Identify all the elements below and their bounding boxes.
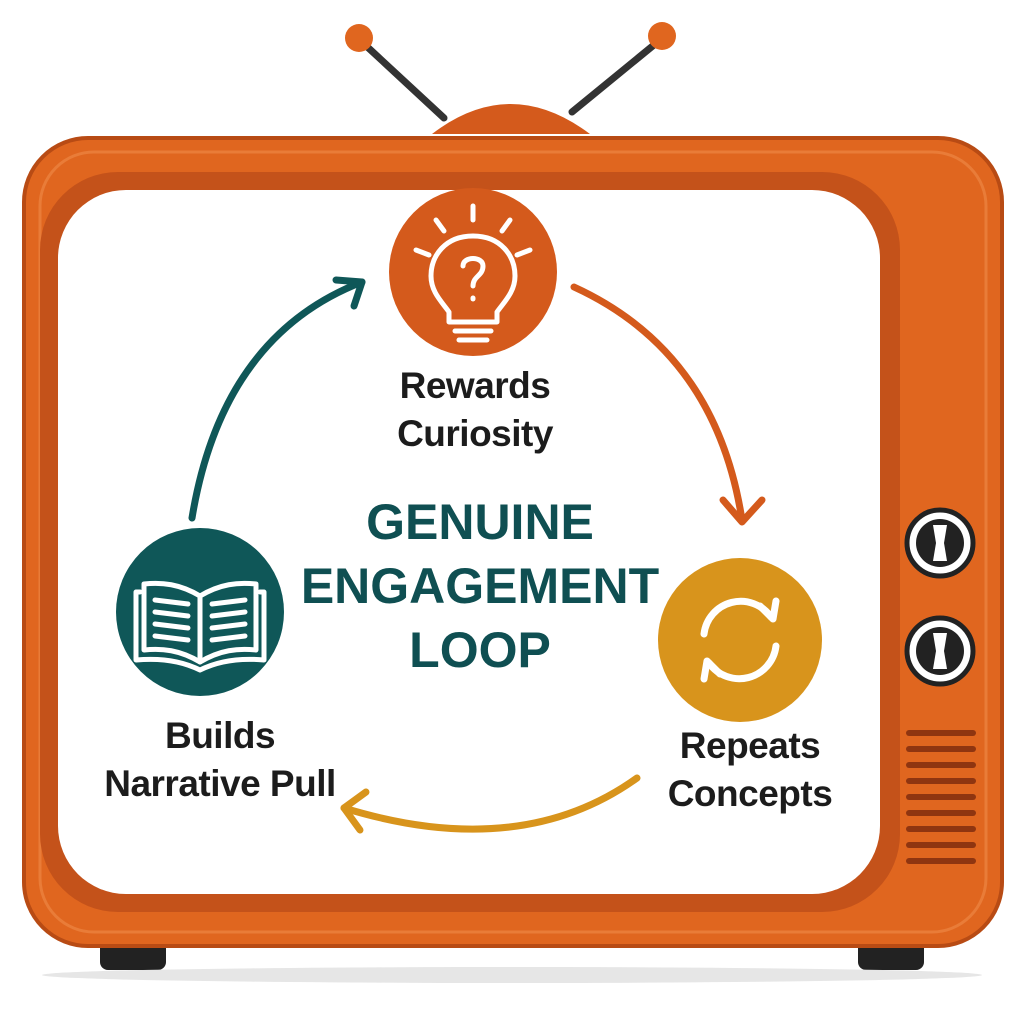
loop-arrow-teal: [188, 276, 366, 522]
center-title: GENUINE ENGAGEMENT LOOP: [280, 490, 680, 682]
node-repeats-concepts: [658, 558, 822, 722]
label-builds-line-1: Builds: [164, 715, 276, 756]
antenna: [345, 22, 676, 134]
center-title-line-1: GENUINE: [366, 494, 594, 550]
tv-knob-top: [904, 507, 976, 579]
open-book-icon: [133, 580, 267, 673]
label-builds-line-2: Narrative Pull: [104, 763, 336, 804]
label-builds-narrative-pull: Builds Narrative Pull: [80, 712, 360, 808]
label-rewards-curiosity: Rewards Curiosity: [350, 362, 600, 458]
center-title-line-2: ENGAGEMENT: [300, 558, 660, 614]
label-rewards-line-1: Rewards: [399, 365, 551, 406]
loop-arrow-orange: [570, 283, 766, 526]
refresh-cycle-icon: [700, 597, 780, 683]
loop-arrow-gold: [340, 774, 641, 834]
label-repeats-line-1: Repeats: [679, 725, 821, 766]
center-title-line-3: LOOP: [409, 622, 551, 678]
speaker-grill: [906, 730, 976, 864]
node-builds-narrative-pull: [116, 528, 284, 696]
node-rewards-curiosity: [389, 188, 557, 356]
label-rewards-line-2: Curiosity: [397, 413, 553, 454]
tv-knob-bottom: [904, 615, 976, 687]
label-repeats-concepts: Repeats Concepts: [630, 722, 870, 818]
lightbulb-question-icon: [413, 203, 533, 343]
label-repeats-line-2: Concepts: [667, 773, 833, 814]
